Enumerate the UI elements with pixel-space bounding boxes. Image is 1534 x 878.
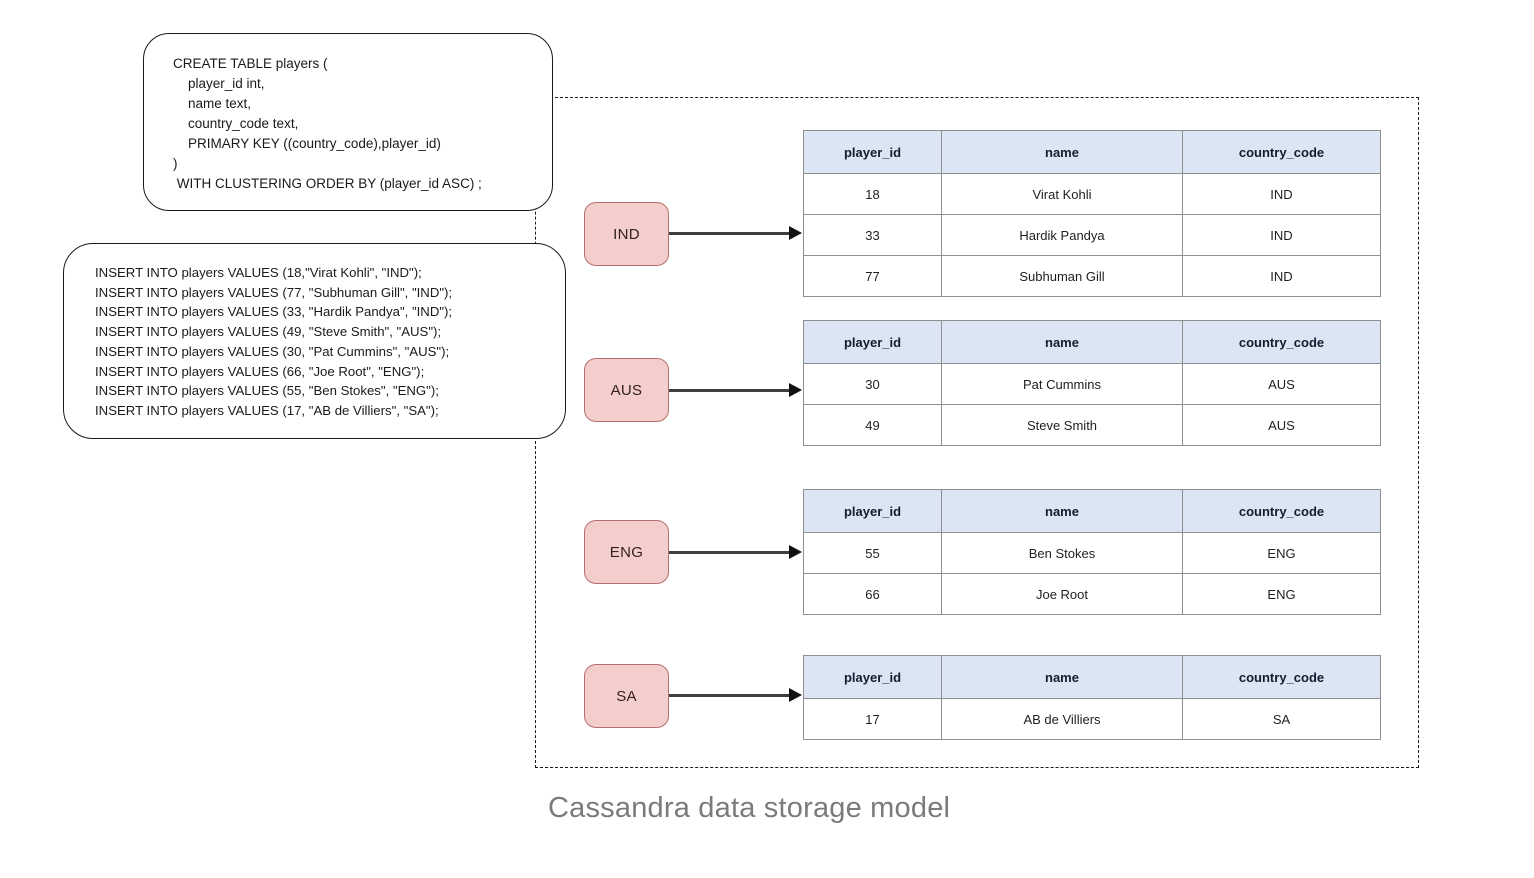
insert-statement-line: INSERT INTO players VALUES (49, "Steve S… <box>95 324 442 340</box>
cell-country-code: IND <box>1182 255 1381 297</box>
arrow-line <box>669 231 791 235</box>
partition-table-aus: player_id name country_code 30 Pat Cummi… <box>803 320 1381 446</box>
table-row: 66 Joe Root ENG <box>803 573 1381 615</box>
table-row: 17 AB de Villiers SA <box>803 698 1381 740</box>
table-row: 33 Hardik Pandya IND <box>803 214 1381 256</box>
create-table-line: country_code text, <box>173 116 299 131</box>
cell-name: Joe Root <box>941 573 1183 615</box>
arrow-line <box>669 388 791 392</box>
cell-player-id: 30 <box>803 363 942 405</box>
create-table-box: CREATE TABLE players ( player_id int, na… <box>143 33 553 211</box>
partition-key-eng: ENG <box>584 520 669 584</box>
column-header-country-code: country_code <box>1182 130 1381 174</box>
arrowhead-right-icon <box>789 545 802 559</box>
arrow-line <box>669 693 791 697</box>
diagram-caption: Cassandra data storage model <box>548 792 951 824</box>
cell-country-code: ENG <box>1182 532 1381 574</box>
cell-name: Virat Kohli <box>941 173 1183 215</box>
table-header-row: player_id name country_code <box>803 489 1381 533</box>
partition-key-sa: SA <box>584 664 669 728</box>
insert-statement-line: INSERT INTO players VALUES (17, "AB de V… <box>95 402 439 418</box>
insert-statements-box: INSERT INTO players VALUES (18,"Virat Ko… <box>63 243 566 439</box>
create-table-line: name text, <box>173 96 252 111</box>
arrowhead-right-icon <box>789 688 802 702</box>
column-header-player-id: player_id <box>803 130 942 174</box>
create-table-line: WITH CLUSTERING ORDER BY (player_id ASC)… <box>173 176 482 191</box>
arrowhead-right-icon <box>789 226 802 240</box>
cell-country-code: IND <box>1182 173 1381 215</box>
column-header-player-id: player_id <box>803 320 942 364</box>
cell-country-code: ENG <box>1182 573 1381 615</box>
insert-statement-line: INSERT INTO players VALUES (55, "Ben Sto… <box>95 383 439 399</box>
create-table-line: PRIMARY KEY ((country_code),player_id) <box>173 136 441 151</box>
cell-name: Ben Stokes <box>941 532 1183 574</box>
cell-country-code: IND <box>1182 214 1381 256</box>
insert-statement-line: INSERT INTO players VALUES (30, "Pat Cum… <box>95 343 450 359</box>
table-row: 30 Pat Cummins AUS <box>803 363 1381 405</box>
partition-key-label: SA <box>616 687 637 705</box>
arrow-line <box>669 550 791 554</box>
cell-name: Pat Cummins <box>941 363 1183 405</box>
cell-player-id: 66 <box>803 573 942 615</box>
table-header-row: player_id name country_code <box>803 320 1381 364</box>
partition-key-label: ENG <box>609 543 644 561</box>
table-row: 77 Subhuman Gill IND <box>803 255 1381 297</box>
cell-player-id: 17 <box>803 698 942 740</box>
table-header-row: player_id name country_code <box>803 655 1381 699</box>
column-header-name: name <box>941 320 1183 364</box>
table-row: 49 Steve Smith AUS <box>803 404 1381 446</box>
arrow-ind-to-table <box>669 226 802 240</box>
cell-player-id: 18 <box>803 173 942 215</box>
insert-statement-line: INSERT INTO players VALUES (66, "Joe Roo… <box>95 363 425 379</box>
column-header-name: name <box>941 130 1183 174</box>
insert-statement-line: INSERT INTO players VALUES (77, "Subhuma… <box>95 284 453 300</box>
cell-player-id: 49 <box>803 404 942 446</box>
column-header-player-id: player_id <box>803 489 942 533</box>
column-header-player-id: player_id <box>803 655 942 699</box>
cell-player-id: 77 <box>803 255 942 297</box>
cell-name: Hardik Pandya <box>941 214 1183 256</box>
partition-table-eng: player_id name country_code 55 Ben Stoke… <box>803 489 1381 615</box>
cell-country-code: SA <box>1182 698 1381 740</box>
partition-key-ind: IND <box>584 202 669 266</box>
arrow-aus-to-table <box>669 383 802 397</box>
column-header-name: name <box>941 489 1183 533</box>
partition-key-label: IND <box>613 225 640 243</box>
cell-player-id: 55 <box>803 532 942 574</box>
arrowhead-right-icon <box>789 383 802 397</box>
table-row: 55 Ben Stokes ENG <box>803 532 1381 574</box>
cell-country-code: AUS <box>1182 363 1381 405</box>
partition-key-aus: AUS <box>584 358 669 422</box>
table-row: 18 Virat Kohli IND <box>803 173 1381 215</box>
column-header-country-code: country_code <box>1182 489 1381 533</box>
partition-table-ind: player_id name country_code 18 Virat Koh… <box>803 130 1381 297</box>
cell-name: AB de Villiers <box>941 698 1183 740</box>
column-header-name: name <box>941 655 1183 699</box>
insert-statement-line: INSERT INTO players VALUES (33, "Hardik … <box>95 304 453 320</box>
cell-player-id: 33 <box>803 214 942 256</box>
table-header-row: player_id name country_code <box>803 130 1381 174</box>
arrow-sa-to-table <box>669 688 802 702</box>
insert-statement-line: INSERT INTO players VALUES (18,"Virat Ko… <box>95 265 422 280</box>
create-table-line: player_id int, <box>173 76 265 91</box>
create-table-line: ) <box>173 156 178 171</box>
cell-country-code: AUS <box>1182 404 1381 446</box>
arrow-eng-to-table <box>669 545 802 559</box>
partition-table-sa: player_id name country_code 17 AB de Vil… <box>803 655 1381 740</box>
create-table-line: CREATE TABLE players ( <box>173 56 328 71</box>
cell-name: Steve Smith <box>941 404 1183 446</box>
partition-key-label: AUS <box>610 381 643 399</box>
column-header-country-code: country_code <box>1182 655 1381 699</box>
column-header-country-code: country_code <box>1182 320 1381 364</box>
cell-name: Subhuman Gill <box>941 255 1183 297</box>
